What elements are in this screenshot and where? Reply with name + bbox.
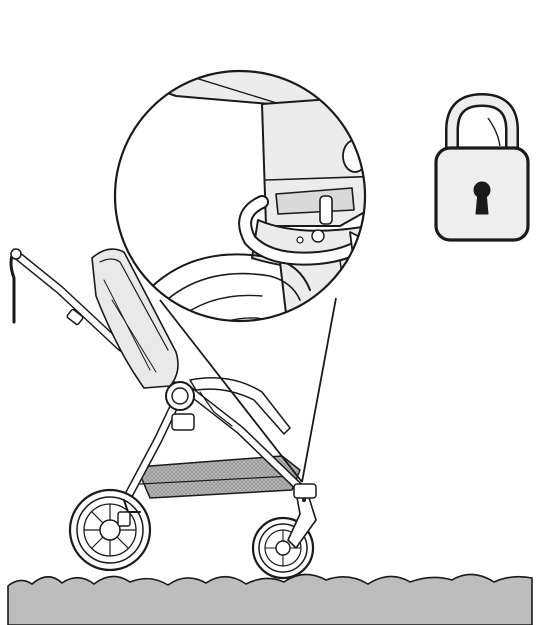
rear-wheel [70, 490, 150, 570]
lock-icon [436, 100, 528, 240]
ground [8, 574, 532, 625]
zoom-callout [100, 28, 386, 482]
